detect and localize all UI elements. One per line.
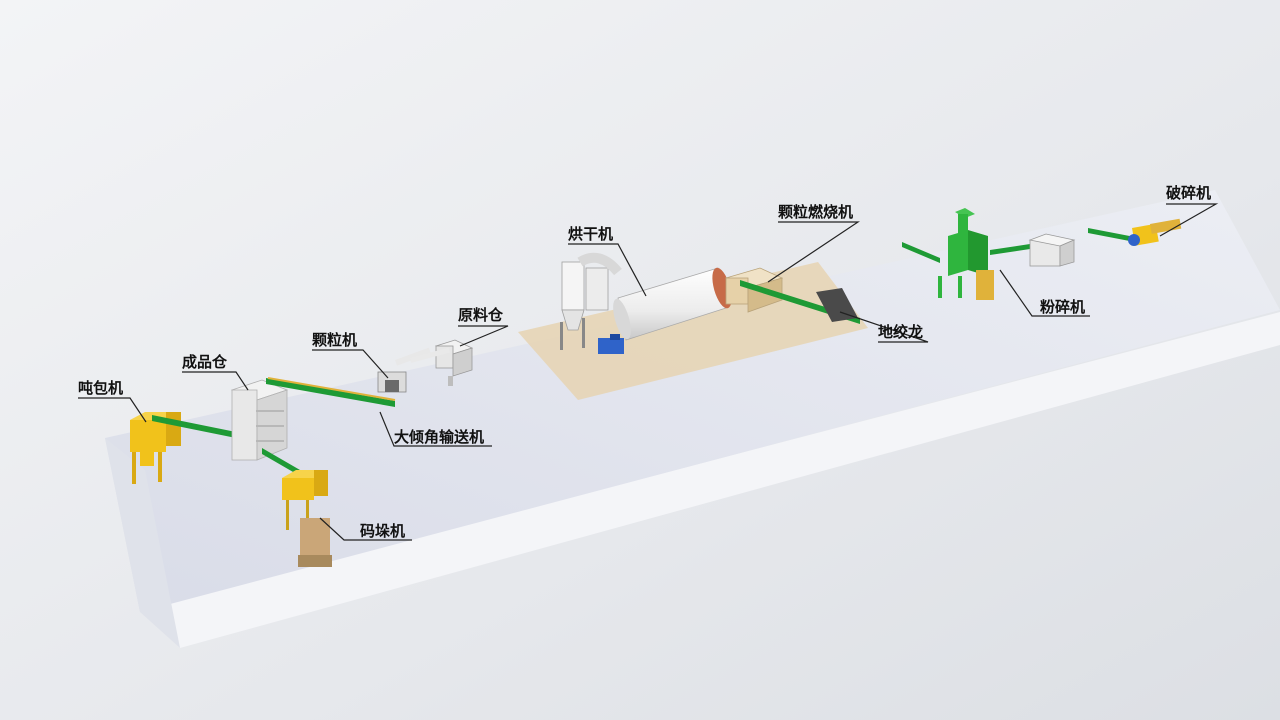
label-madiaoji: 码垛机 <box>360 522 405 540</box>
ground-pit <box>816 288 858 322</box>
label-daqingjiao: 大倾角输送机 <box>394 428 484 446</box>
finished-product-silo <box>230 379 289 461</box>
pellet-machine <box>377 347 431 393</box>
raw-material-silo <box>410 339 474 386</box>
leader-lines <box>78 203 1219 541</box>
conveyor-silo-palletizer <box>262 448 300 476</box>
label-dijiaolong: 地绞龙 <box>878 323 923 341</box>
label-dunbaoji: 吨包机 <box>78 379 123 397</box>
conveyor-ton-bag <box>152 415 236 438</box>
large-incline-conveyor <box>266 378 395 407</box>
dryer <box>560 252 732 354</box>
label-chengpincang: 成品仓 <box>182 353 228 371</box>
label-fensuiji: 粉碎机 <box>1040 298 1085 316</box>
label-kelirans: 颗粒燃烧机 <box>778 203 853 221</box>
labels: 吨包机 成品仓 颗粒机 原料仓 大倾角输送机 码垛机 烘干机 颗粒燃烧机 地绞龙… <box>78 184 1211 540</box>
label-posuiji: 破碎机 <box>1166 184 1211 202</box>
chipper <box>1088 218 1182 246</box>
label-yuanliaocang: 原料仓 <box>458 306 504 324</box>
label-keliji: 颗粒机 <box>312 331 357 349</box>
palletizer <box>282 470 332 567</box>
pulverizer <box>902 208 1076 300</box>
label-honganji: 烘干机 <box>568 225 613 243</box>
